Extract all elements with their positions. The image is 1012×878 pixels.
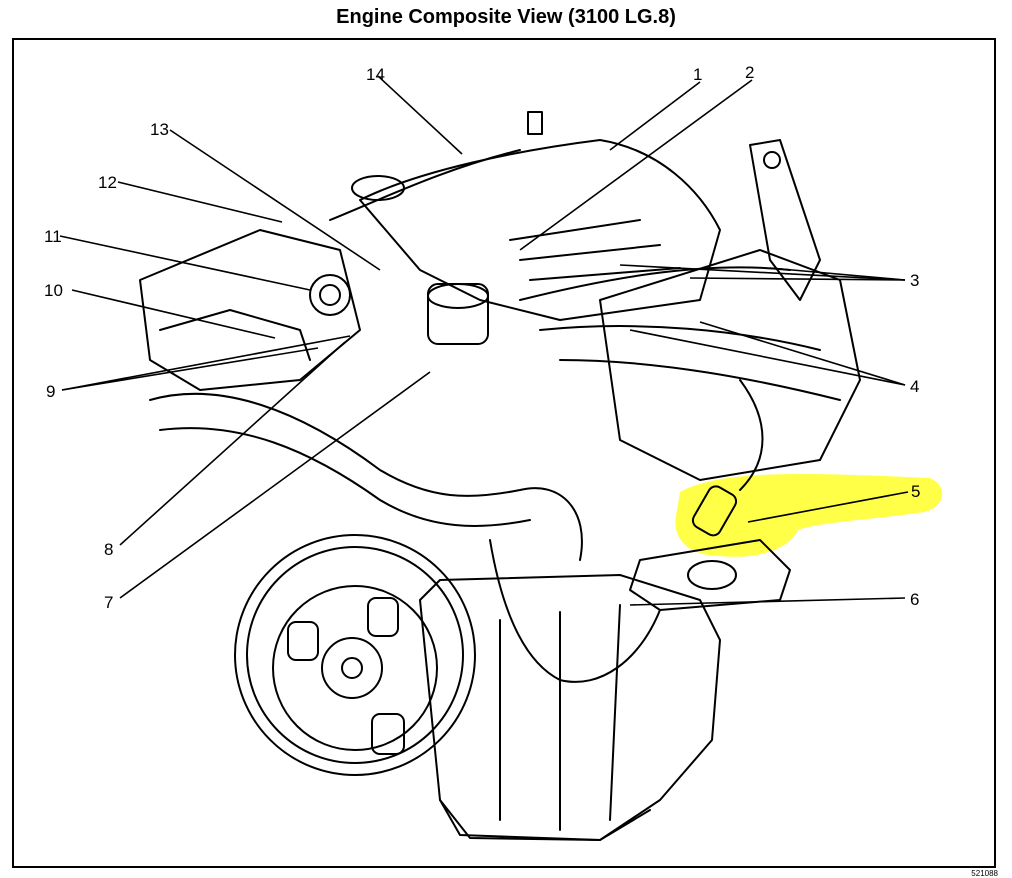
- callout-7: 7: [104, 593, 114, 612]
- flywheel-ring: [272, 585, 438, 751]
- lift-bracket-hole: [763, 151, 781, 169]
- oil-cap: [351, 175, 405, 201]
- leader-14: [377, 75, 463, 155]
- callout-2: 2: [745, 63, 755, 82]
- flywheel-center: [341, 657, 363, 679]
- flywheel-inner: [246, 546, 464, 764]
- leader-3a: [619, 264, 906, 281]
- callout-9: 9: [46, 382, 56, 401]
- wiring-harness: [489, 539, 661, 683]
- leader-4a: [629, 329, 906, 386]
- leader-6: [629, 597, 906, 606]
- callout-1: 1: [693, 65, 703, 84]
- lift-bracket: [749, 139, 821, 301]
- leader-8: [119, 341, 346, 546]
- exhaust-flange: [629, 539, 791, 611]
- leader-10: [71, 289, 276, 339]
- callout-10: 10: [44, 281, 63, 300]
- callout-4: 4: [910, 377, 920, 396]
- egr-top: [427, 283, 489, 309]
- leader-lines: [59, 75, 909, 606]
- callout-6: 6: [910, 590, 920, 609]
- leader-5: [747, 491, 909, 523]
- engine-drawing: [139, 111, 861, 841]
- oxygen-sensor: [691, 485, 738, 537]
- intake-manifold: [359, 139, 721, 321]
- exhaust-port: [687, 560, 737, 590]
- leader-12: [117, 181, 283, 223]
- cross-pipe-lower: [159, 427, 531, 527]
- oxygen-sensor-wire: [739, 379, 764, 491]
- top-sensor: [527, 111, 543, 135]
- leader-3c: [769, 267, 906, 281]
- diagram-frame: [12, 38, 996, 868]
- oil-pan: [439, 799, 651, 841]
- throttle-body: [309, 274, 351, 316]
- diagram-title: Engine Composite View (3100 LG.8): [336, 6, 676, 28]
- leader-2: [519, 79, 753, 251]
- harness-top: [329, 149, 521, 221]
- callout-14: 14: [366, 65, 385, 84]
- leader-11: [59, 235, 311, 291]
- callout-11: 11: [44, 227, 62, 246]
- leader-9a: [61, 347, 319, 391]
- engine-block: [419, 574, 721, 841]
- cross-pipe: [149, 392, 583, 561]
- callout-3: 3: [910, 271, 920, 290]
- figure-id: 521088: [971, 869, 998, 878]
- egr-valve: [427, 283, 489, 345]
- callout-5: 5: [911, 482, 921, 501]
- leader-7: [119, 371, 431, 599]
- callout-12: 12: [98, 173, 117, 192]
- right-head: [599, 249, 861, 481]
- left-head: [139, 229, 361, 391]
- leader-1: [609, 81, 701, 151]
- leader-9b: [61, 335, 351, 391]
- leader-3b: [689, 277, 906, 281]
- block-rib: [499, 604, 621, 831]
- flywheel-hub: [321, 637, 383, 699]
- highlight-marker: [675, 473, 943, 557]
- intake-runner: [509, 219, 681, 281]
- flywheel-slot: [367, 597, 399, 637]
- leader-4b: [699, 321, 906, 386]
- spark-plug-wires: [519, 266, 841, 401]
- callout-13: 13: [150, 120, 169, 139]
- flywheel-outer: [234, 534, 476, 776]
- callout-8: 8: [104, 540, 114, 559]
- leader-13: [169, 129, 381, 271]
- throttle-inner: [319, 284, 341, 306]
- flywheel-slot: [371, 713, 405, 755]
- flywheel-slot: [287, 621, 319, 661]
